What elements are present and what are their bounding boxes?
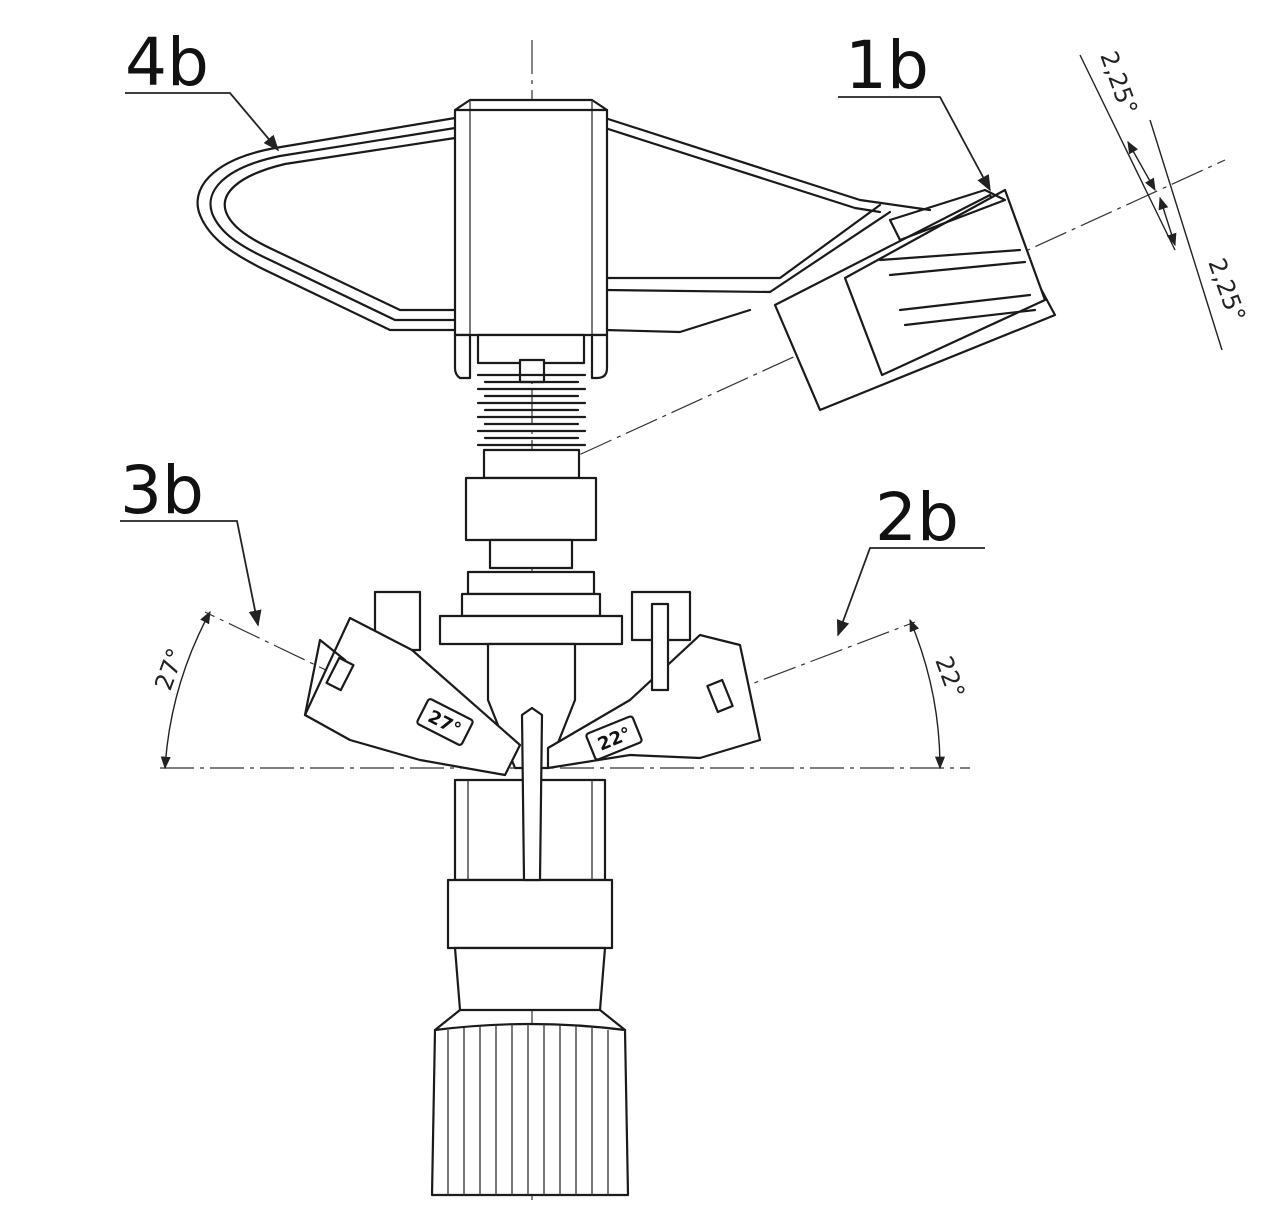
callout-2b: 2b bbox=[875, 479, 959, 556]
dim-right-angle: 22° bbox=[929, 652, 970, 702]
dim-lower-angle: 2,25° bbox=[1202, 254, 1251, 325]
leader-lines bbox=[120, 92, 991, 637]
callout-1b: 1b bbox=[845, 27, 929, 104]
body bbox=[446, 642, 614, 1012]
dim-upper-angle: 2,25° bbox=[1094, 47, 1143, 118]
left-nozzle: 27° bbox=[303, 590, 522, 777]
knurled-base bbox=[430, 1008, 630, 1197]
dimension-lines bbox=[160, 54, 1223, 770]
callout-4b: 4b bbox=[125, 24, 209, 101]
bearing-nut bbox=[438, 476, 624, 646]
dim-left-angle: 27° bbox=[149, 644, 190, 694]
deflector bbox=[773, 188, 1057, 412]
center-lines bbox=[160, 40, 1226, 1200]
callout-3b: 3b bbox=[120, 452, 204, 529]
sprinkler-arm bbox=[196, 98, 932, 380]
right-nozzle: 22° bbox=[520, 590, 762, 882]
